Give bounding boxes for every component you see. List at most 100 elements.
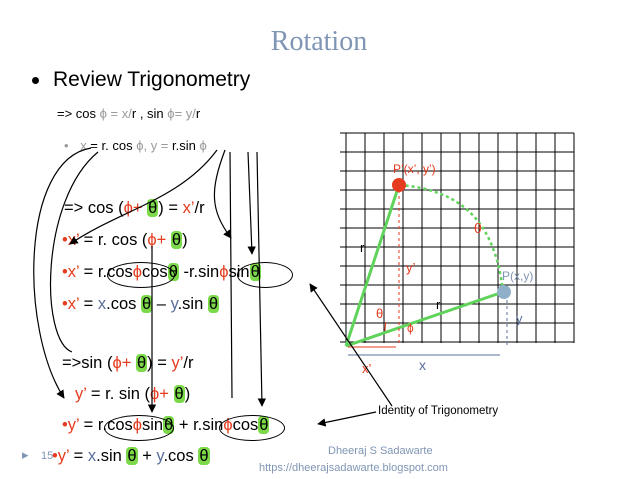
- text: => cos: [57, 106, 100, 121]
- grid: [340, 132, 575, 343]
- author: Dheeraj S Sadawarte: [328, 445, 433, 457]
- identity-label: Identity of Trigonometry: [378, 405, 499, 417]
- text: y: [170, 295, 178, 313]
- highlight-circle: [107, 262, 175, 288]
- highlight-circle: [237, 262, 293, 288]
- eq-xprime-result: •x’ = x.cos θ – y.sin θ: [62, 295, 220, 314]
- text: => cos (: [64, 199, 124, 217]
- text: x’: [67, 263, 80, 281]
- phi: ϕ: [136, 138, 144, 153]
- point-p-prime-icon: [392, 178, 406, 192]
- text: .sin: [96, 447, 127, 465]
- text: y’: [171, 354, 184, 372]
- bullet-marker: •: [62, 231, 68, 249]
- phi: ϕ: [123, 199, 133, 217]
- text: y’: [75, 385, 87, 403]
- text: +: [121, 354, 136, 372]
- radius-line-p-prime: [344, 184, 401, 347]
- highlight-circle: [219, 415, 285, 441]
- label-p: P(x,y): [502, 269, 533, 283]
- label-x: x: [419, 357, 426, 373]
- text: y’: [67, 416, 80, 434]
- text: r: [195, 106, 201, 121]
- label-y: y: [516, 311, 523, 326]
- author-url: https://dheerajsadawarte.blogspot.com: [259, 462, 448, 474]
- label-theta-small: θ: [376, 306, 383, 321]
- label-y-prime: y’: [406, 260, 416, 275]
- text: ): [184, 385, 191, 403]
- text: =: [69, 447, 88, 465]
- text: .sin: [177, 295, 208, 313]
- label-theta: θ: [474, 220, 482, 236]
- text: ): [182, 231, 188, 249]
- text: =: [79, 295, 98, 313]
- derivation-arrows: [33, 147, 393, 427]
- text: x: [87, 447, 97, 465]
- text: /r: [194, 199, 205, 217]
- label-p-prime: P’(x’, y’): [393, 162, 436, 176]
- highlight-circle: [104, 415, 174, 441]
- text: x’: [67, 295, 80, 313]
- text: r.sin: [172, 138, 200, 153]
- eq-yprime-sin: y’ = r. sin (ϕ+ θ): [75, 385, 190, 404]
- phi: ϕ: [99, 106, 107, 121]
- text: , y =: [143, 138, 173, 153]
- text: ) =: [158, 199, 183, 217]
- angle-arc: [384, 321, 387, 332]
- footer-arrow-icon: ▸: [22, 447, 29, 462]
- bullet-marker: •: [64, 138, 69, 153]
- bullet-marker: •: [62, 263, 68, 281]
- label-r-upper: r: [360, 240, 365, 255]
- slide-number: 15: [41, 450, 54, 462]
- text: +: [159, 385, 174, 403]
- point-p-icon: [497, 285, 511, 299]
- text: .cos: [106, 295, 142, 313]
- bullet-marker: •: [62, 295, 68, 313]
- text: = y/: [174, 106, 196, 121]
- label-phi: ϕ: [407, 321, 414, 335]
- text: = r. sin (: [86, 385, 151, 403]
- radius-line-p: [345, 290, 504, 348]
- text: +: [137, 447, 157, 465]
- theta: θ: [147, 199, 159, 217]
- eq-yprime-result: •y’ = x.sin θ + y.cos θ: [52, 447, 210, 466]
- bullet-marker: •: [52, 447, 58, 465]
- text: =>sin (: [62, 354, 113, 372]
- bullet-review-trigonometry: Review Trigonometry: [32, 68, 250, 92]
- theta: θ: [141, 295, 153, 313]
- phi: ϕ: [147, 231, 157, 249]
- line-cos-sin-def: => cos ϕ = x/r , sin ϕ= y/r: [57, 106, 200, 121]
- text: .cos: [163, 447, 199, 465]
- text: x: [97, 295, 107, 313]
- text: = x/: [106, 106, 132, 121]
- phi: ϕ: [112, 354, 122, 372]
- slide-title: Rotation: [270, 26, 368, 57]
- text: x: [80, 138, 87, 153]
- text: = r. cos: [86, 138, 137, 153]
- theta: θ: [173, 385, 185, 403]
- text: y: [156, 447, 164, 465]
- rotation-arc: [399, 183, 505, 293]
- eq-sin-sum: =>sin (ϕ+ θ) = y’/r: [62, 354, 193, 373]
- label-r-lower: r: [436, 297, 441, 312]
- text: x’: [182, 199, 195, 217]
- theta: θ: [170, 231, 183, 249]
- text: y’: [57, 447, 70, 465]
- bullet-dot-icon: [32, 76, 39, 84]
- text: /r: [183, 354, 194, 372]
- theta: θ: [135, 354, 148, 372]
- theta: θ: [198, 447, 210, 465]
- text: +: [156, 231, 171, 249]
- phi: ϕ: [150, 385, 160, 403]
- text: -r.sin: [178, 263, 220, 281]
- phi: ϕ: [199, 138, 207, 153]
- theta: θ: [207, 295, 220, 313]
- bullet-marker: •: [62, 416, 68, 434]
- bullet-label: Review Trigonometry: [53, 68, 251, 91]
- phi: ϕ: [219, 263, 229, 281]
- text: = r. cos (: [79, 231, 148, 249]
- theta: θ: [126, 447, 138, 465]
- line-x-y-def: • x = r. cos ϕ, y = r.sin ϕ: [64, 138, 207, 153]
- text: , sin: [136, 106, 168, 121]
